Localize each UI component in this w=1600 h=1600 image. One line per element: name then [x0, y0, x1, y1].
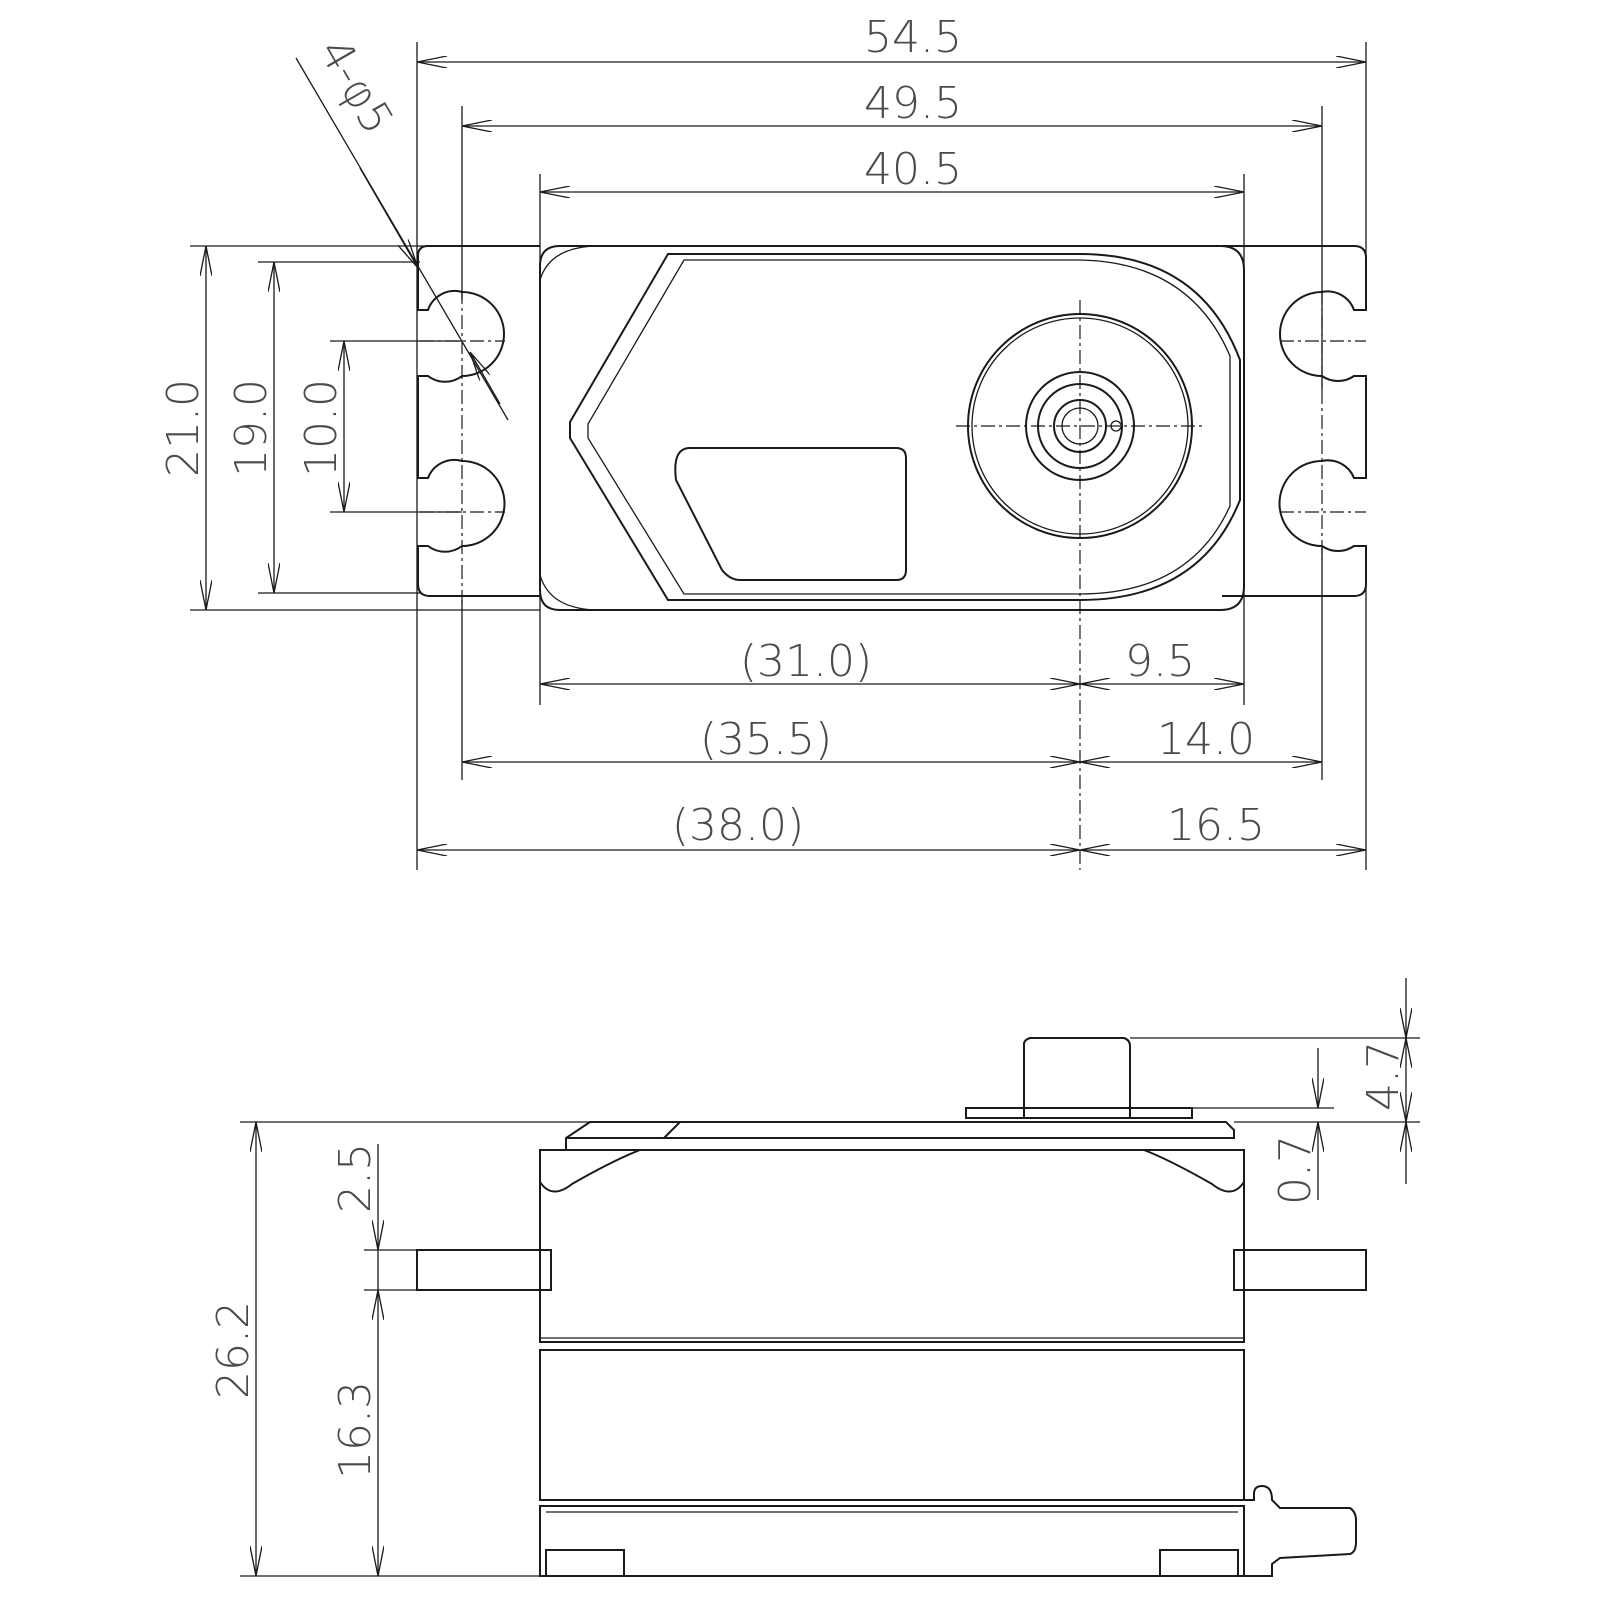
shaft-to-hole-label: 14.0 [1157, 714, 1255, 765]
horizontal-dimensions [417, 62, 1366, 850]
case-to-shaft-label: (31.0) [740, 636, 872, 687]
side-dimensions [256, 978, 1406, 1576]
case-body [539, 245, 1245, 611]
output-spline [965, 1037, 1193, 1119]
right-side-tab [1233, 1249, 1367, 1291]
overall-length-label: 54.5 [864, 12, 962, 63]
side-view: 26.2 2.5 16.3 4.7 0.7 [208, 978, 1420, 1577]
tab-thickness-label: 2.5 [330, 1143, 381, 1213]
middle-case [539, 1349, 1245, 1501]
tab-width-label: 19.0 [226, 379, 277, 477]
side-extension-lines [240, 1037, 1420, 1577]
top-cover [539, 1121, 1245, 1193]
top-view: 54.5 49.5 40.5 4-φ5 21.0 19.0 10.0 (31.0… [158, 12, 1367, 870]
overall-width-label: 21.0 [158, 379, 209, 477]
end-to-shaft-label: (38.0) [672, 800, 804, 851]
extension-lines [190, 42, 1367, 870]
boss-height-label: 0.7 [1270, 1135, 1321, 1205]
overall-height-label: 26.2 [208, 1301, 259, 1399]
spline-height-label: 4.7 [1358, 1041, 1409, 1111]
shaft-to-case-end-label: 9.5 [1125, 636, 1195, 687]
right-mounting-tab [1222, 245, 1367, 597]
vertical-dimensions [206, 246, 344, 610]
hole-centerlines [420, 290, 1366, 870]
tab-height-label: 16.3 [330, 1381, 381, 1479]
shaft-to-end-label: 16.5 [1167, 800, 1265, 851]
hole-pitch-label: 49.5 [864, 78, 962, 129]
left-mounting-tab [417, 245, 540, 597]
hole-leader [295, 57, 509, 421]
hole-to-shaft-label: (35.5) [700, 714, 832, 765]
hole-spacing-label: 10.0 [296, 379, 347, 477]
case-length-label: 40.5 [864, 144, 962, 195]
bottom-case [539, 1505, 1245, 1577]
cable-exit [1244, 1484, 1357, 1577]
left-side-tab [416, 1249, 552, 1291]
hole-spec-label: 4-φ5 [308, 30, 403, 143]
upper-case [539, 1149, 1245, 1343]
